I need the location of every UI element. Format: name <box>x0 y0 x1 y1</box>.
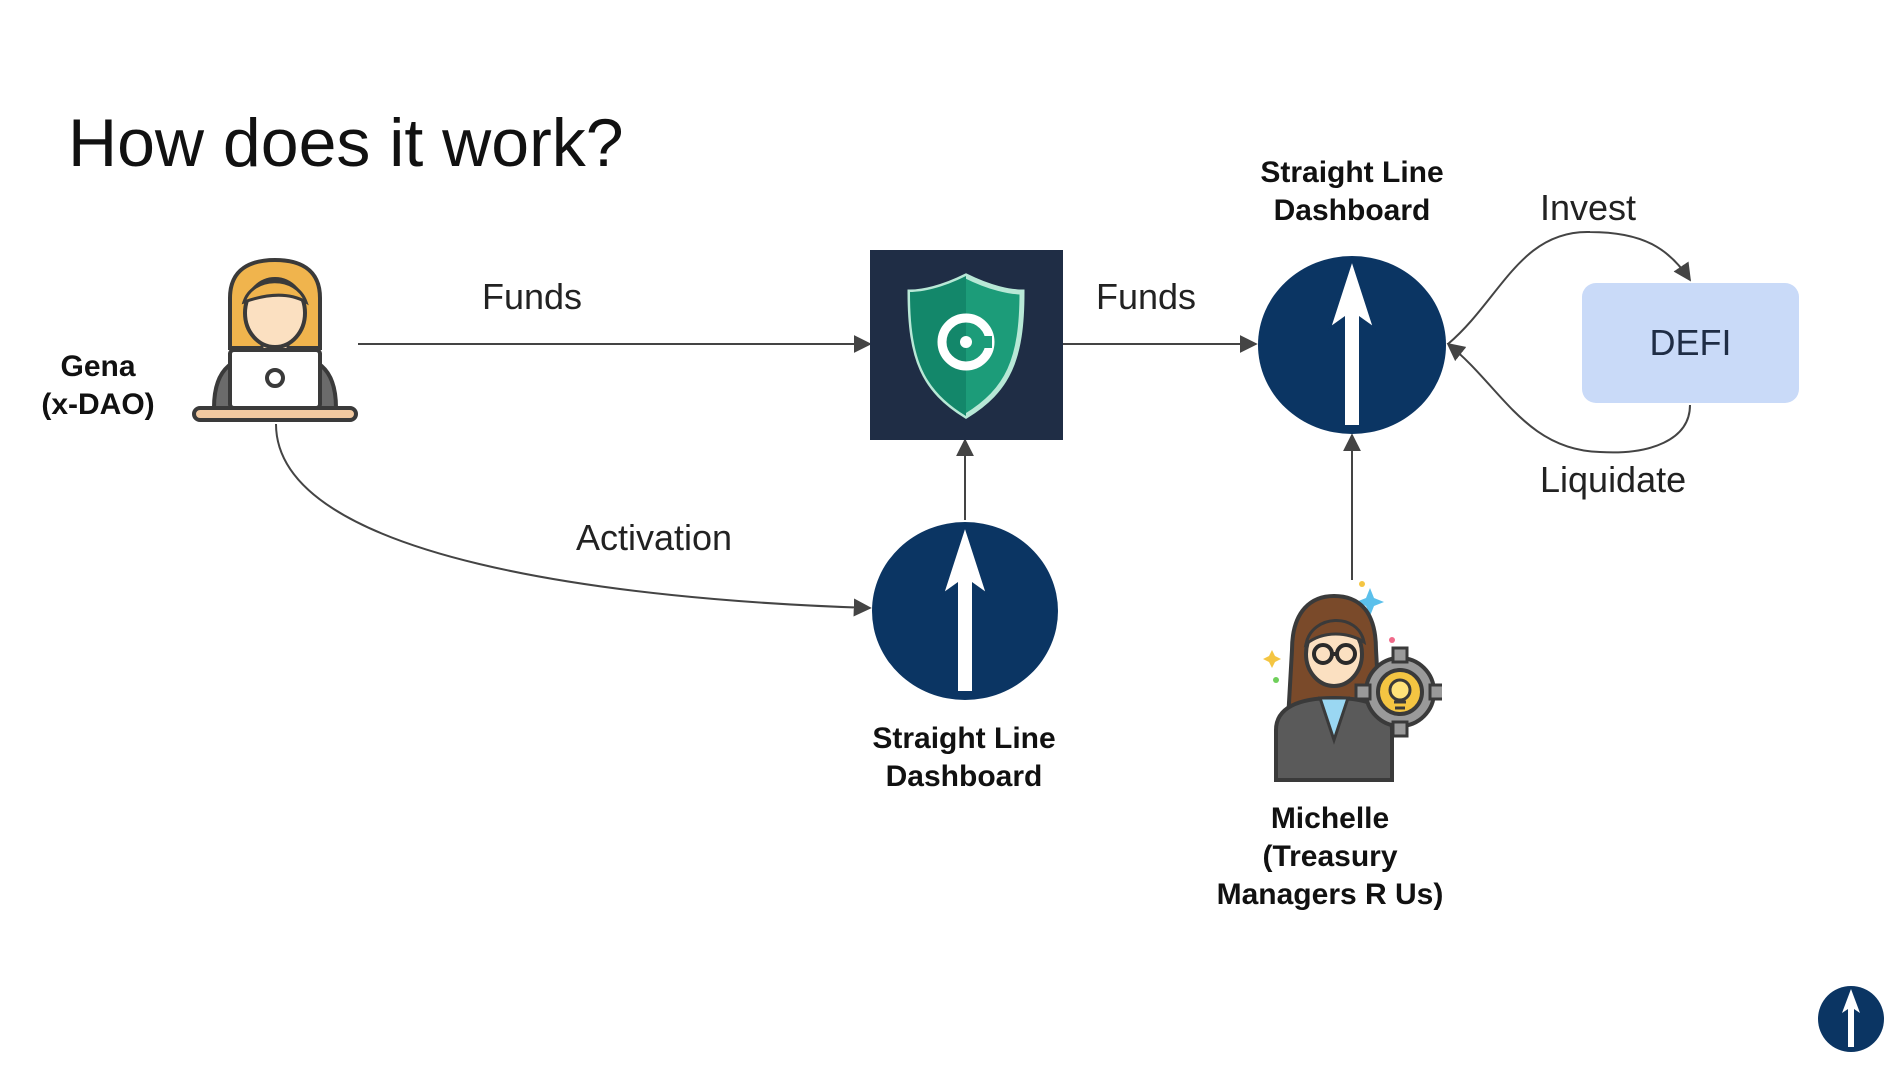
dashboard-top-arrow-icon <box>1258 256 1446 434</box>
dashboard-bottom-line2: Dashboard <box>885 760 1043 793</box>
defi-label: DEFI <box>1649 322 1732 363</box>
gena-label: Gena (x-DAO) <box>30 348 166 424</box>
edge-label-liquidate: Liquidate <box>1540 459 1687 500</box>
businesswoman-idea-gear-icon <box>1263 581 1442 782</box>
edge-label-invest: Invest <box>1540 187 1637 228</box>
edge-liquidate <box>1446 342 1691 454</box>
edge-gena-activation <box>275 423 872 617</box>
dashboard-bottom-arrow-icon <box>872 522 1058 700</box>
slide-title: How does it work? <box>68 105 624 181</box>
dashboard-bottom-line1: Straight Line <box>872 722 1056 755</box>
edge-label-funds-2: Funds <box>1096 276 1197 317</box>
dashboard-top-line1: Straight Line <box>1260 156 1444 189</box>
michelle-label: Michelle (Treasury Managers R Us) <box>1200 800 1460 914</box>
woman-at-laptop-icon <box>192 258 358 422</box>
dashboard-top-label: Straight Line Dashboard <box>1252 154 1452 230</box>
dashboard-bottom-label: Straight Line Dashboard <box>864 720 1064 796</box>
edge-invest <box>1447 230 1691 345</box>
edge-label-activation: Activation <box>576 517 733 558</box>
edge-label-funds-1: Funds <box>482 276 583 317</box>
michelle-name: Michelle <box>1270 802 1390 835</box>
michelle-org-line2: Managers R Us) <box>1216 878 1444 911</box>
gena-name: Gena <box>60 350 136 383</box>
gena-org: (x-DAO) <box>41 388 155 421</box>
michelle-org-line1: (Treasury <box>1262 840 1398 873</box>
up-arrow-circle-logo-icon <box>1818 986 1884 1052</box>
shield-logo-icon <box>870 250 1063 440</box>
dashboard-top-line2: Dashboard <box>1273 194 1431 227</box>
defi-node: DEFI <box>1582 283 1799 403</box>
